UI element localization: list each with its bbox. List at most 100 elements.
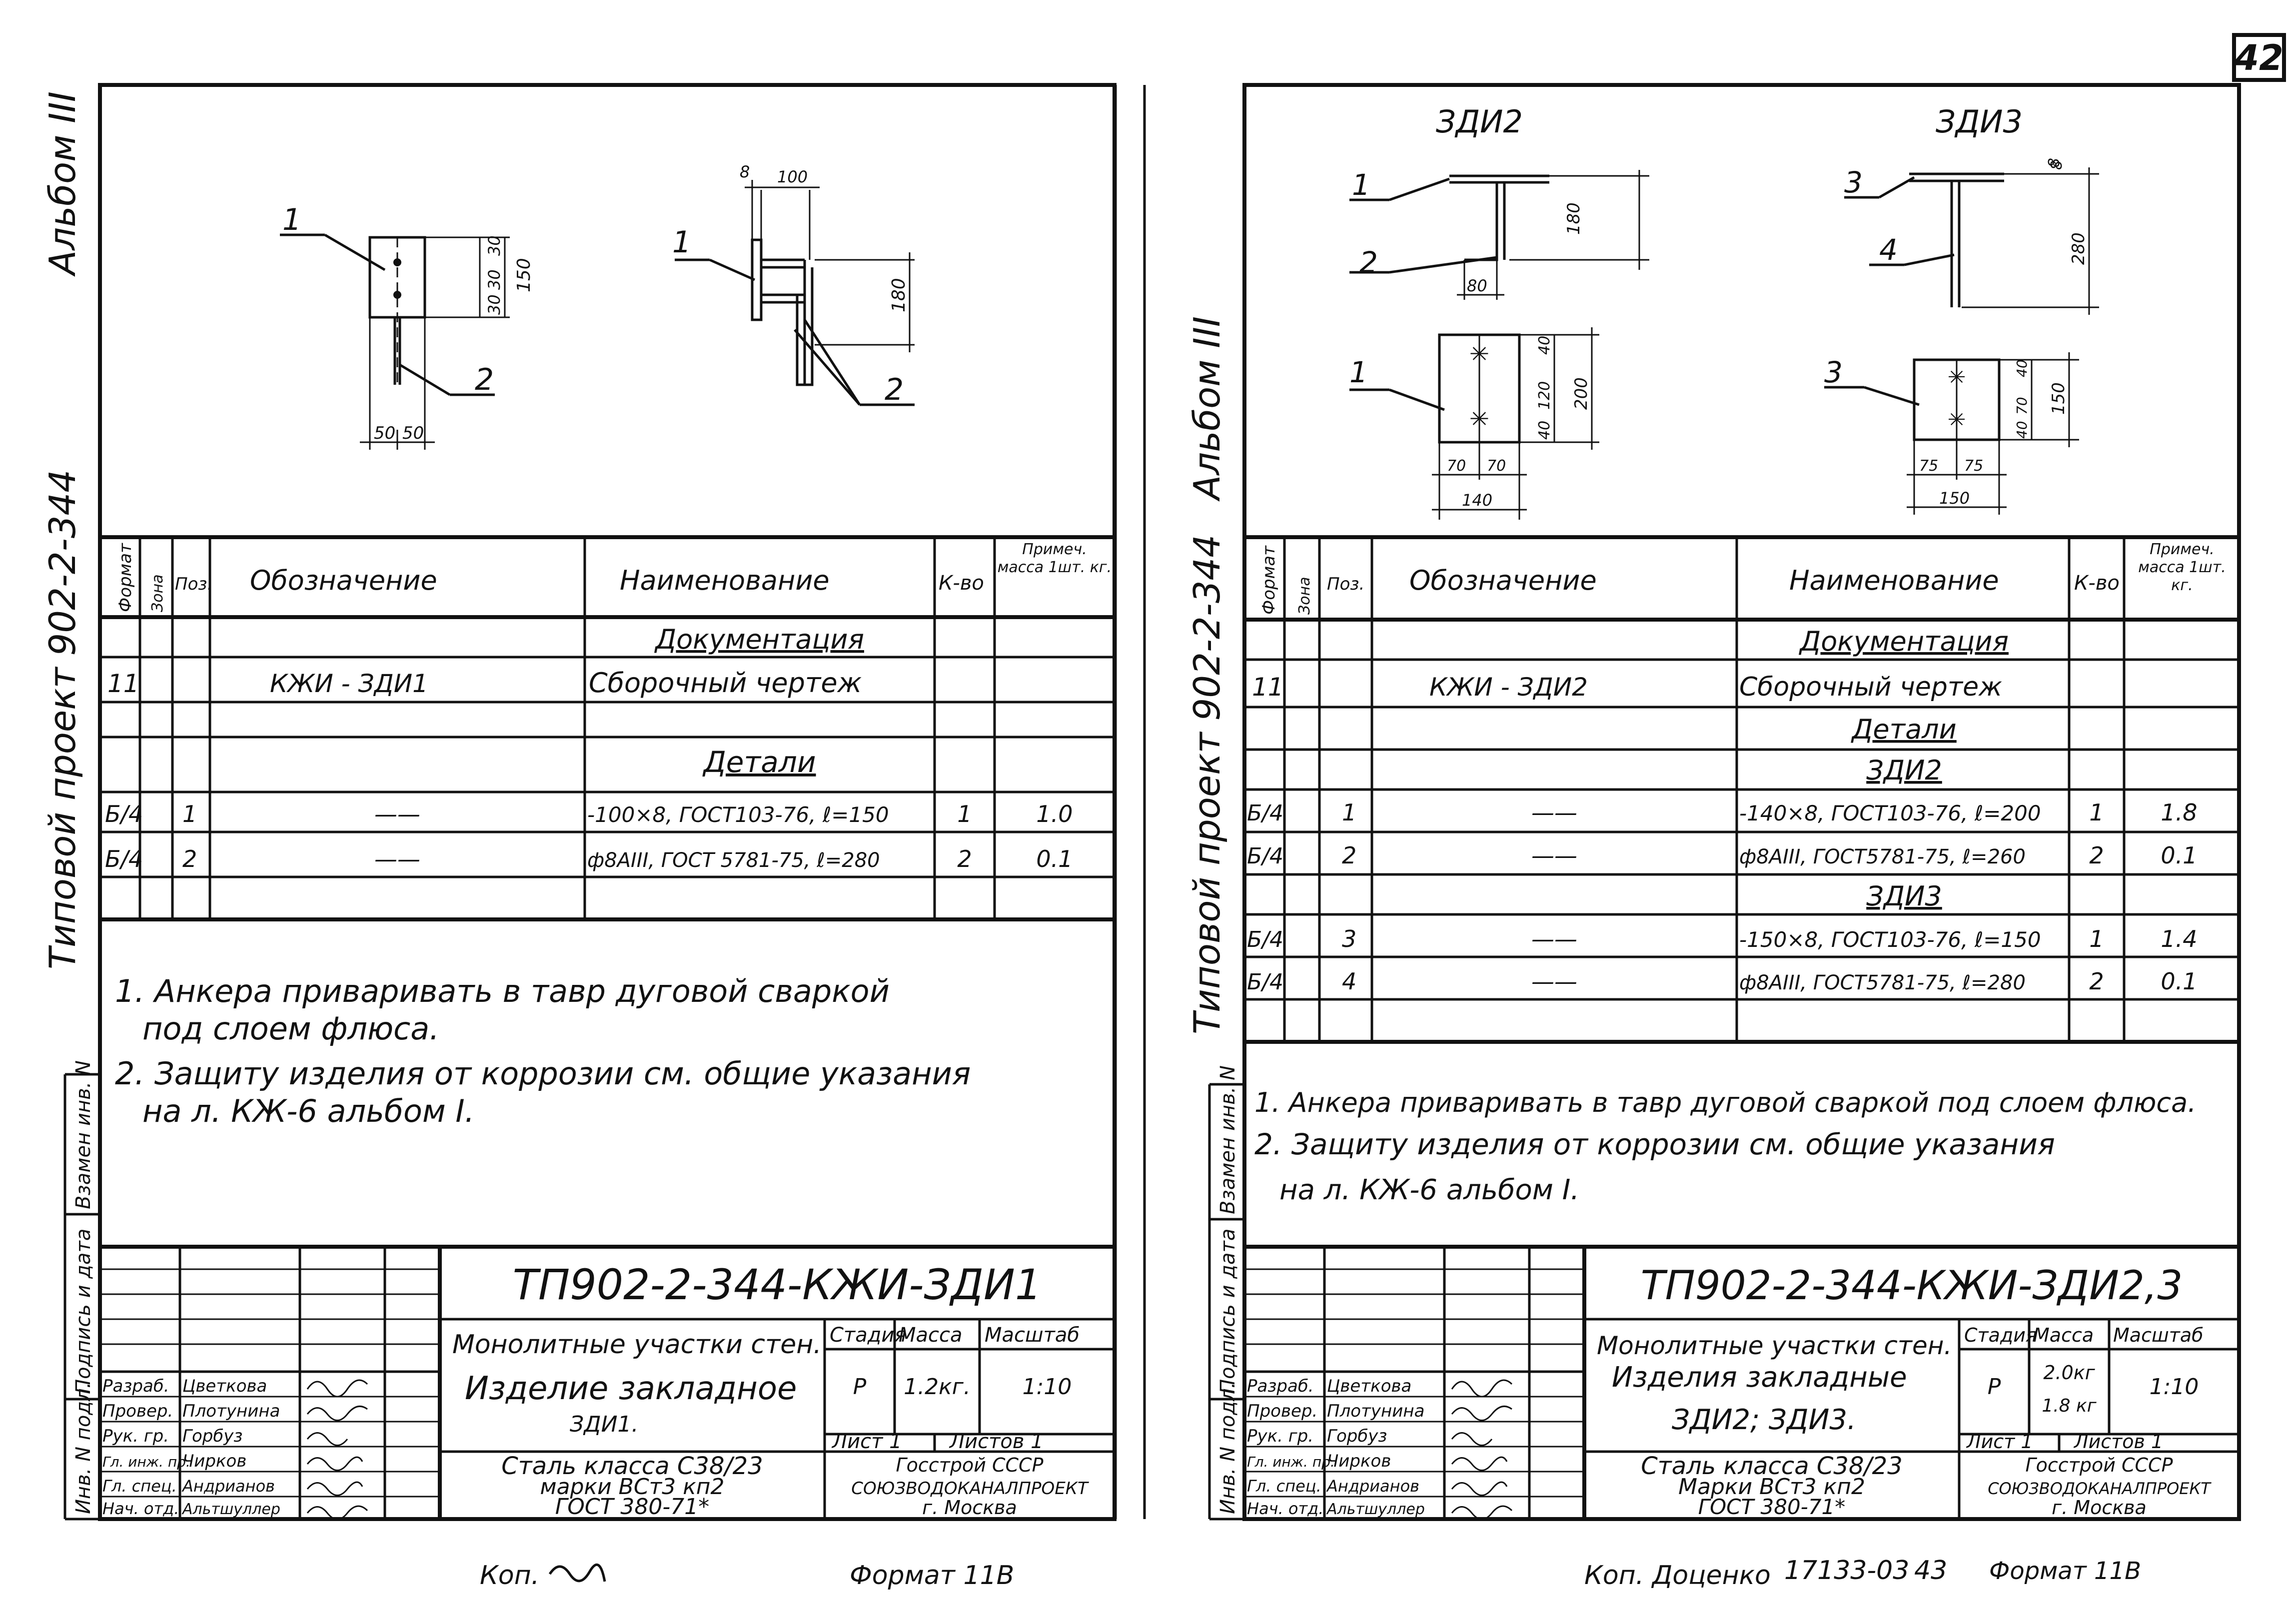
right-row9-qty: 2 (2089, 968, 2104, 995)
right-role-1: Разраб. (1247, 1376, 1314, 1396)
left-drawing: 1 2 1 2 30 30 30 150 50 50 8 100 180 (280, 162, 915, 450)
left-dim-g: 8 (740, 162, 750, 181)
left-dim-i: 180 (889, 278, 909, 312)
right-person-4: Чирков (1327, 1451, 1391, 1471)
right-dim-12: 280 (2069, 232, 2089, 265)
right-row5-note: 1.8 (2161, 799, 2197, 826)
right-tb-item-mark: ЗДИ2; ЗДИ3. (1672, 1404, 1856, 1436)
left-row6-qty: 2 (957, 845, 972, 872)
left-role-2: Провер. (102, 1401, 173, 1421)
left-tb-mass: 1.2кг. (904, 1374, 971, 1400)
left-note-4: на л. КЖ-6 альбом I. (142, 1093, 474, 1129)
right-person-2: Плотунина (1327, 1401, 1424, 1421)
right-row2-designation: КЖИ - ЗДИ2 (1429, 673, 1588, 702)
left-row2-designation: КЖИ - ЗДИ1 (270, 669, 428, 698)
left-tb-org-3: г. Москва (922, 1497, 1017, 1519)
left-hdr-zone: Зона (149, 574, 166, 612)
left-row2-format: 11 (107, 669, 139, 698)
right-row5-qty: 1 (2089, 799, 2104, 826)
left-tb-org-2: СОЮЗВОДОКАНАЛПРОЕКТ (851, 1479, 1089, 1499)
left-format: Формат 11В (850, 1561, 1014, 1591)
right-tb-stage: Р (1988, 1374, 2001, 1400)
left-row5-name: -100×8, ГОСТ103-76, ℓ=150 (587, 802, 889, 827)
right-dim-18: 75 (1964, 457, 1983, 475)
right-tb-sheet: Лист 1 (1966, 1431, 2033, 1453)
right-title-block (1244, 1245, 2239, 1519)
right-row8-designation: —— (1531, 925, 1577, 952)
left-margin-box-3: Инв. N подл. (72, 1382, 95, 1514)
right-callout-5: 4 (1879, 233, 1898, 267)
right-dim-8: 70 (1447, 457, 1466, 475)
left-project-label: Типовой проект 902-2-344 (41, 470, 83, 969)
left-hdr-name: Наименование (620, 565, 830, 596)
left-note-1: 1. Анкера приваривать в тавр дуговой сва… (115, 973, 890, 1009)
right-album-label: Альбом III (1186, 316, 1228, 502)
right-hdr-format: Формат (1259, 545, 1279, 615)
right-row5-format: Б/4 (1247, 800, 1283, 826)
left-note-3: 2. Защиту изделия от коррозии см. общие … (115, 1055, 971, 1092)
right-dim-17: 75 (1919, 457, 1938, 475)
right-hdr-designation: Обозначение (1409, 565, 1597, 596)
right-dim-6: 40 (1536, 421, 1553, 440)
right-tb-object: Монолитные участки стен. (1597, 1331, 1952, 1360)
right-tb-mass-h: Масса (2033, 1324, 2094, 1346)
left-margin-box-2: Подпись и дата (72, 1229, 95, 1394)
left-row5-format: Б/4 (105, 800, 143, 827)
left-album-label: Альбом III (41, 91, 83, 277)
right-person-5: Андрианов (1326, 1477, 1419, 1496)
right-tb-sheets: Листов 1 (2073, 1431, 2163, 1453)
right-person-6: Альтшуллер (1326, 1501, 1425, 1518)
right-hdr-zone: Зона (1296, 577, 1313, 615)
right-row9-note: 0.1 (2161, 968, 2197, 995)
left-row6-name: ф8АIII, ГОСТ 5781-75, ℓ=280 (587, 849, 880, 872)
right-project-label: Типовой проект 902-2-344 (1186, 535, 1228, 1034)
left-row2-name: Сборочный чертеж (589, 667, 862, 699)
right-hdr-note: Примеч. масса 1шт. кг. (2138, 541, 2226, 594)
left-dim-c: 30 (485, 294, 504, 315)
left-callout-2: 2 (475, 362, 494, 397)
right-role-3: Рук. гр. (1247, 1426, 1313, 1446)
right-tb-org-1: Госстрой СССР (2025, 1454, 2173, 1476)
right-row8-format: Б/4 (1247, 927, 1283, 952)
right-note-2: 2. Защиту изделия от коррозии см. общие … (1254, 1127, 2055, 1161)
right-drawing: ✳ ✳ ✳ ✳ (1349, 103, 2099, 520)
left-dim-a: 30 (485, 235, 504, 256)
left-kop: Коп. (480, 1561, 539, 1591)
right-tb-org-3: г. Москва (2052, 1497, 2147, 1519)
right-dim-15: 40 (2014, 421, 2030, 439)
left-dim-b: 30 (485, 269, 504, 290)
right-row8-pos: 3 (1342, 925, 1356, 952)
left-tb-sheet: Лист 1 (831, 1430, 902, 1453)
right-kop: Коп. Доценко (1584, 1561, 1771, 1591)
right-row6-format: Б/4 (1247, 843, 1283, 869)
left-row5-qty: 1 (957, 800, 972, 827)
left-tb-material-2: марки ВСт3 кп2 (540, 1474, 724, 1500)
right-tb-mass: 2.0кг (2043, 1362, 2095, 1384)
left-tb-material-3: ГОСТ 380-71* (555, 1494, 710, 1520)
left-doc-code: ТП902-2-344-КЖИ-ЗДИ1 (513, 1260, 1042, 1309)
left-tb-scale-h: Масштаб (985, 1324, 1080, 1347)
left-tb-mass-h: Масса (899, 1324, 963, 1347)
right-dim-11: 8 (2046, 158, 2063, 167)
left-person-3: Горбуз (182, 1426, 243, 1446)
right-row2-name: Сборочный чертеж (1739, 672, 2002, 702)
left-tb-item-mark: ЗДИ1. (570, 1412, 638, 1437)
left-tb-stage: Р (853, 1374, 867, 1400)
left-hdr-note: Примеч. масса 1шт. кг. (997, 541, 1112, 576)
left-kop-signature (548, 1564, 606, 1583)
right-role-2: Провер. (1247, 1401, 1317, 1421)
page-number-box (2232, 33, 2286, 82)
left-dim-h: 100 (777, 167, 808, 186)
left-dim-e: 50 (374, 423, 395, 443)
right-callout-3: 1 (1349, 355, 1368, 389)
left-person-6: Альтшуллер (181, 1501, 280, 1518)
right-tb-mass2: 1.8 кг (2042, 1396, 2097, 1416)
right-frame (1242, 83, 2241, 1521)
right-tb-material-2: Марки ВСт3 кп2 (1678, 1474, 1865, 1500)
right-dim-10: 140 (1462, 491, 1492, 510)
right-hdr-pos: Поз. (1327, 574, 1364, 594)
left-role-4: Гл. инж. пр. (102, 1454, 190, 1470)
right-label-zdi2: ЗДИ2 (1436, 103, 1523, 140)
right-tb-org-2: СОЮЗВОДОКАНАЛПРОЕКТ (1988, 1479, 2212, 1498)
right-row6-name: ф8АIII, ГОСТ5781-75, ℓ=260 (1739, 845, 2026, 868)
